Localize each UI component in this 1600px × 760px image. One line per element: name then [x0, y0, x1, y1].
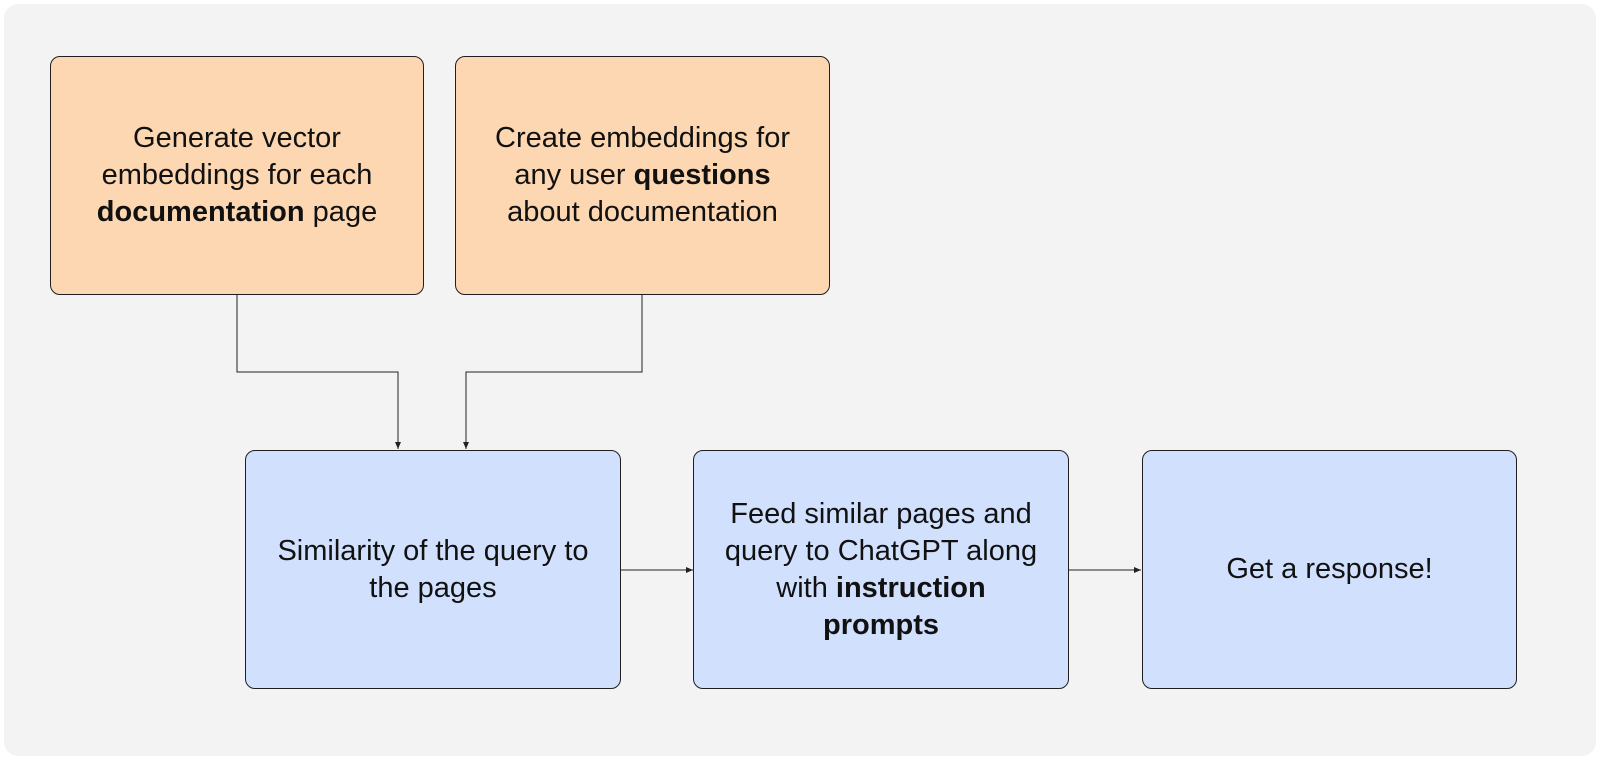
node-get-response-text: Get a response! — [1226, 553, 1433, 585]
node-feed-chatgpt-text: Feed similar pages and query to ChatGPT … — [724, 497, 1038, 641]
node-generate-doc-embeddings-text: Generate vector embeddings for each docu… — [96, 122, 378, 228]
emphasis-questions: questions — [633, 159, 771, 191]
node-similarity: Similarity of the query to the pages — [245, 450, 621, 689]
connectors — [236, 295, 1141, 573]
node-create-question-embeddings: Create embeddings for any user questions… — [455, 56, 830, 295]
emphasis-documentation: documentation — [96, 196, 305, 228]
diagram-canvas: Generate vector embeddings for each docu… — [4, 4, 1596, 756]
node-similarity-text: Similarity of the query to the pages — [277, 534, 589, 604]
node-feed-chatgpt: Feed similar pages and query to ChatGPT … — [693, 450, 1069, 689]
node-get-response: Get a response! — [1142, 450, 1517, 689]
node-create-question-embeddings-text: Create embeddings for any user questions… — [495, 122, 790, 228]
connector-docs-to-similarity — [236, 295, 401, 449]
emphasis-instruction-prompts: instruction prompts — [823, 571, 986, 641]
connector-questions-to-similarity — [463, 295, 643, 449]
node-generate-doc-embeddings: Generate vector embeddings for each docu… — [50, 56, 424, 295]
